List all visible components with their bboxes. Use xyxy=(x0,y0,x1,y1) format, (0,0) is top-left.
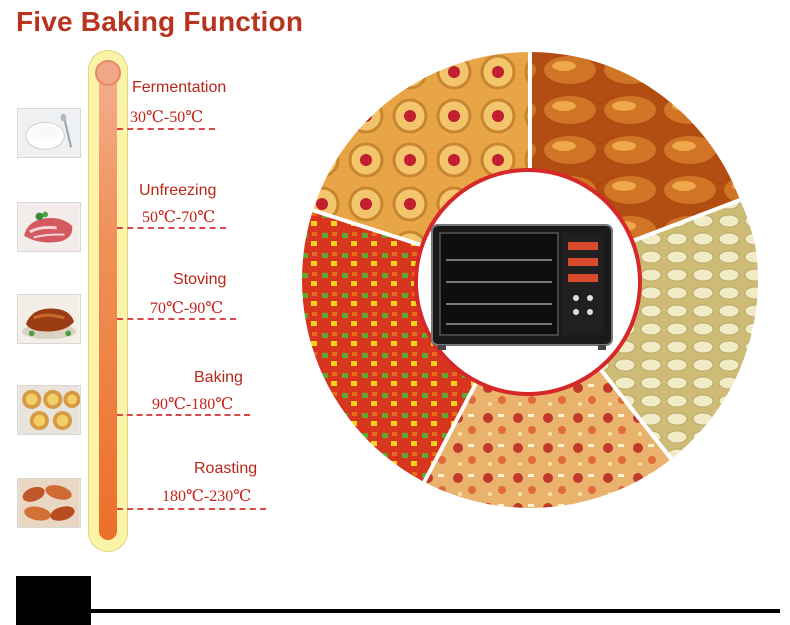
roast-duck-icon xyxy=(18,295,80,343)
stage-name-fermentation: Fermentation xyxy=(132,79,227,96)
raw-meat-icon xyxy=(18,203,80,251)
bottom-divider-line xyxy=(91,609,780,613)
food-wheel xyxy=(302,52,758,508)
page-title: Five Baking Function xyxy=(16,6,304,37)
stage-name-unfreezing: Unfreezing xyxy=(139,182,217,199)
thumb-yogurt xyxy=(17,108,81,158)
wheel-segment-pizza xyxy=(420,280,680,508)
stage-range-fermentation: 30℃-50℃ xyxy=(130,109,204,126)
stage-range-unfreezing: 50℃-70℃ xyxy=(142,209,216,226)
thermometer-fill xyxy=(99,62,117,540)
stage-marker-unfreezing xyxy=(117,227,226,229)
thumb-wings xyxy=(17,478,81,528)
roast-wings-icon xyxy=(18,479,80,527)
stage-marker-roasting xyxy=(117,508,266,510)
thumb-duck xyxy=(17,294,81,344)
stage-name-roasting: Roasting xyxy=(194,460,258,477)
thumb-tarts xyxy=(17,385,81,435)
yogurt-bowl-icon xyxy=(18,109,80,157)
stage-marker-stoving xyxy=(117,318,236,320)
bottom-black-block xyxy=(16,576,91,625)
stage-range-stoving: 70℃-90℃ xyxy=(150,300,224,317)
stage-marker-baking xyxy=(117,414,250,416)
convection-oven-icon xyxy=(431,224,613,350)
stage-range-roasting: 180℃-230℃ xyxy=(162,488,252,505)
stage-range-baking: 90℃-180℃ xyxy=(152,396,234,413)
stage-marker-fermentation xyxy=(117,128,215,130)
stage-name-stoving: Stoving xyxy=(173,271,227,288)
stage-name-baking: Baking xyxy=(194,369,243,386)
egg-tarts-icon xyxy=(18,386,80,434)
thumb-meat xyxy=(17,202,81,252)
thermometer-top-bulb xyxy=(95,60,121,86)
